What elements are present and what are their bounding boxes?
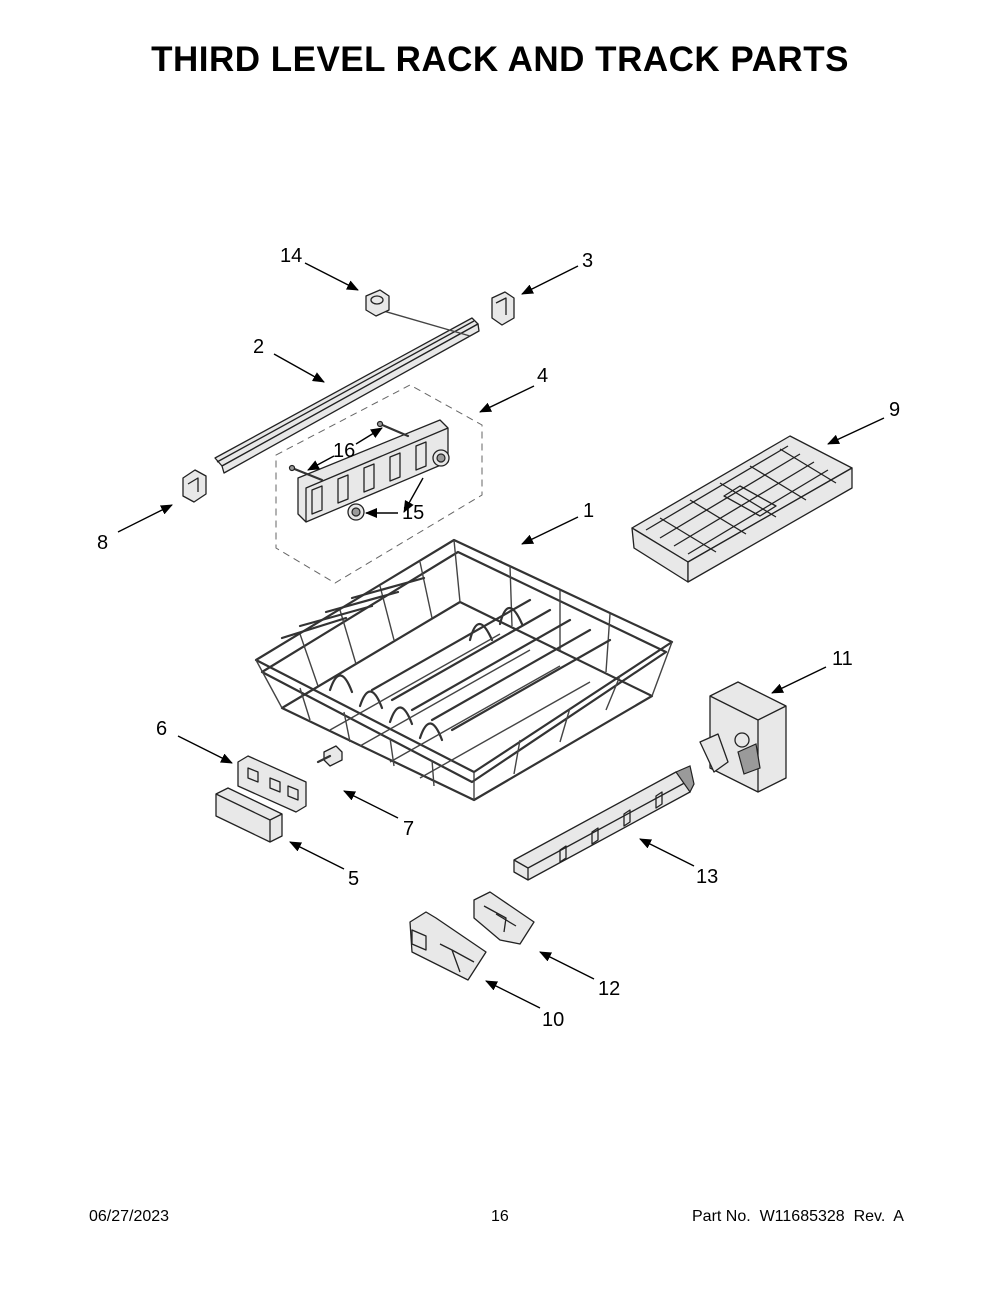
callout-2: 2 — [253, 336, 264, 358]
callout-4: 4 — [537, 365, 548, 387]
leader-lines — [117, 262, 885, 1009]
callout-16: 16 — [333, 440, 355, 462]
callout-1: 1 — [583, 500, 594, 522]
adjuster-kit-part — [275, 384, 483, 584]
end-cap-part — [182, 469, 207, 503]
callout-12: 12 — [598, 978, 620, 1000]
wire-rack-part — [254, 538, 674, 802]
callout-numbers: 14 3 2 4 9 16 15 8 1 11 6 7 5 13 12 10 — [97, 245, 900, 1031]
housing-part — [409, 911, 487, 981]
footer-page-number: 16 — [491, 1208, 509, 1225]
callout-11: 11 — [832, 648, 853, 670]
screw-part — [316, 745, 343, 767]
footer-part-number: Part No. W11685328 Rev. A — [692, 1208, 904, 1225]
cover-part — [215, 787, 283, 843]
track-stop-part — [491, 291, 515, 326]
bracket-part — [237, 755, 307, 813]
spray-arm-part — [513, 765, 695, 881]
callout-3: 3 — [582, 250, 593, 272]
utensil-tray-part — [631, 435, 853, 583]
page-title: THIRD LEVEL RACK AND TRACK PARTS — [151, 40, 849, 79]
callout-6: 6 — [156, 718, 167, 740]
feed-box-part — [699, 681, 787, 793]
callout-13: 13 — [696, 866, 718, 888]
callout-9: 9 — [889, 399, 900, 421]
track-rail-part — [214, 309, 480, 474]
callout-15: 15 — [402, 502, 424, 524]
callout-14: 14 — [280, 245, 302, 267]
callout-8: 8 — [97, 532, 108, 554]
callout-7: 7 — [403, 818, 414, 840]
callout-10: 10 — [542, 1009, 564, 1031]
mount-part — [473, 891, 535, 945]
clip-part — [365, 289, 390, 317]
footer-date: 06/27/2023 — [89, 1208, 170, 1225]
callout-5: 5 — [348, 868, 359, 890]
